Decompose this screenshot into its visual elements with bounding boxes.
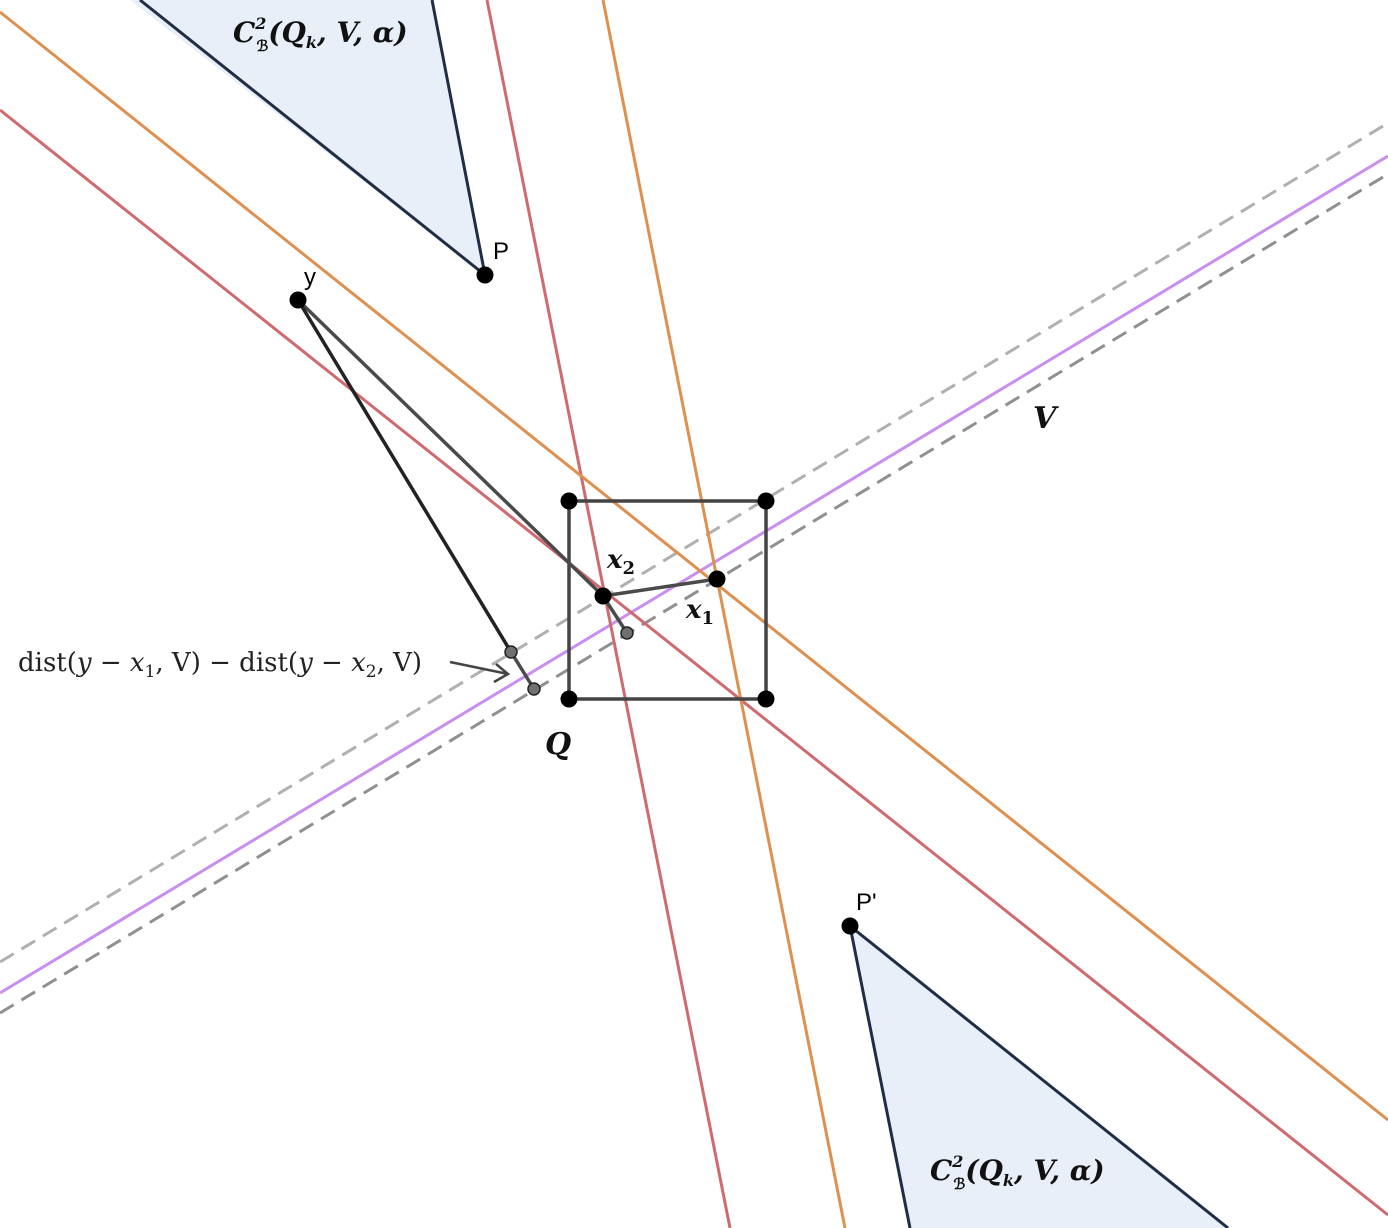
red-line-descending [0, 108, 1388, 1217]
segment-x2-to-x1 [602, 577, 718, 598]
dist-arrow-head [493, 663, 511, 684]
dist-arrow-shaft [449, 660, 509, 676]
orange-line-descending [0, 10, 1388, 1122]
segment-y-to-x2 [296, 298, 605, 598]
orange-line-steep [601, 0, 847, 1228]
square-q [567, 499, 768, 701]
dashed-line-lower [0, 172, 1388, 1015]
dist-difference-label: dist(y − x1, V) − dist(y − x2, V) [18, 648, 422, 682]
small-point-upper [504, 645, 518, 659]
segment-y-to-projection [296, 299, 513, 653]
point-p [476, 266, 494, 284]
small-point-x2-proj [620, 626, 634, 640]
red-line-steep [485, 0, 732, 1228]
label-v: V [1033, 401, 1059, 436]
cone-top [130, 0, 485, 275]
label-x1: x1 [685, 595, 714, 629]
point-x1 [708, 570, 726, 588]
small-point-lower [527, 682, 541, 696]
square-corner-tr [757, 492, 775, 510]
subspace-v-line [0, 154, 1388, 995]
point-x2 [594, 587, 612, 605]
segment-dist-difference [509, 651, 536, 690]
label-p: P [493, 238, 509, 265]
square-corner-br [757, 690, 775, 708]
point-y [289, 291, 307, 309]
label-p-prime: P' [856, 889, 877, 916]
label-q: Q [545, 727, 571, 762]
point-p-prime [841, 917, 859, 935]
square-corner-tl [560, 492, 578, 510]
label-x2: x2 [606, 545, 635, 579]
dashed-line-upper [0, 121, 1388, 964]
label-y: y [304, 264, 316, 291]
square-corner-bl [560, 690, 578, 708]
